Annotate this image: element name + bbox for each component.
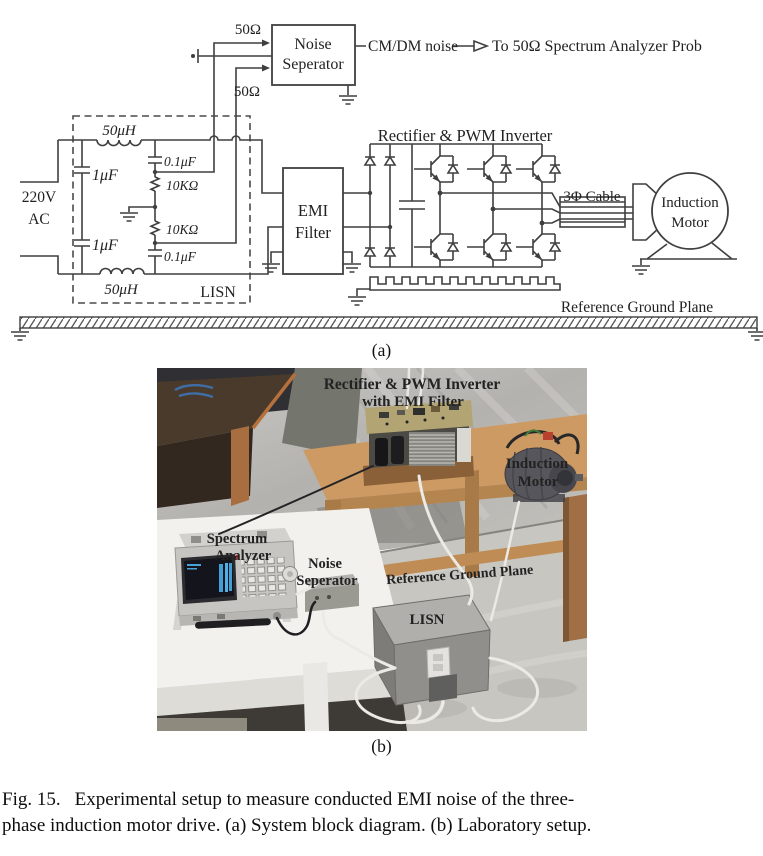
- blue-cables: [174, 384, 214, 399]
- subfigure-a-label: (a): [371, 340, 392, 360]
- pen: [195, 618, 271, 629]
- inductor-label-top: 50μH: [102, 123, 137, 139]
- photo-noise-sep-label: Noise: [308, 556, 342, 572]
- lisn-device: [372, 594, 491, 706]
- cm-dm-noise-label: CM/DM noise: [368, 38, 458, 55]
- heatsink: [369, 276, 561, 291]
- lisn-dashed-box: [72, 115, 251, 304]
- noise-separator-name: Noise: [294, 36, 331, 53]
- subfigure-b-label: (b): [371, 736, 392, 756]
- ground-symbol: [119, 212, 139, 222]
- figure-caption: Fig. 15. Experimental setup to measure co…: [2, 787, 761, 838]
- resistor-label: 10KΩ: [166, 222, 199, 237]
- emi-filter-name: Filter: [295, 223, 331, 242]
- noise-separator-device: [305, 574, 359, 612]
- cables: [218, 368, 539, 725]
- hf-cap-label: 0.1μF: [164, 154, 197, 169]
- ground-plane-section: Reference Ground Plane: [10, 299, 763, 341]
- spectrum-analyzer-device: [173, 528, 298, 630]
- ground-symbol: [10, 331, 30, 341]
- emi-filter-name: EMI: [298, 201, 328, 220]
- ground-symbol: [347, 296, 367, 306]
- impedance-label-bottom: 50Ω: [234, 84, 260, 100]
- ac-source: 220V AC: [20, 140, 59, 274]
- cap-label: 1μF: [92, 167, 118, 184]
- ground-plane-bar: [19, 316, 758, 329]
- cap-label: 1μF: [92, 237, 118, 254]
- photo-labels: Rectifier & PWM Inverter with EMI Filter…: [207, 376, 569, 628]
- photo-spectrum-label: Spectrum: [207, 531, 267, 547]
- ac-source-label: 220V: [22, 189, 57, 206]
- photo-motor-label: Motor: [518, 474, 559, 490]
- motor-section: 3Φ Cable Induction Motor: [559, 172, 737, 275]
- cable-bundle: [559, 196, 626, 228]
- heatsink-fins: [409, 434, 455, 464]
- caption-line-1: Fig. 15. Experimental setup to measure co…: [2, 787, 761, 813]
- caption-text: Experimental setup to measure conducted …: [74, 789, 575, 810]
- analyzer-keypad: [241, 556, 287, 598]
- ground-symbol: [342, 263, 362, 273]
- motor-name: Motor: [671, 215, 709, 231]
- photo-spectrum-label: Analyzer: [215, 548, 272, 564]
- ground-symbol: [747, 331, 763, 341]
- photo-lisn-label: LISN: [409, 612, 444, 628]
- lisn-label: LISN: [200, 284, 236, 301]
- destination-label: To 50Ω Spectrum Analyzer Prob: [492, 38, 702, 55]
- photo-converter-label: with EMI Filter: [362, 394, 464, 410]
- inverter-unit: [363, 400, 474, 486]
- hf-cap-label: 0.1μF: [164, 249, 197, 264]
- noise-separator-section: Noise Seperator 50Ω 50Ω CM/DM noise To 5…: [155, 22, 702, 244]
- pcb-board: [365, 400, 473, 434]
- wooden-desk: [157, 372, 297, 508]
- ground-symbol: [261, 263, 281, 273]
- cable-label: 3Φ Cable: [563, 189, 621, 205]
- impedance-label-top: 50Ω: [235, 22, 261, 38]
- ground-symbol: [338, 95, 358, 105]
- noise-separator-name: Seperator: [282, 56, 344, 73]
- converter-section: Rectifier & PWM Inverter: [343, 126, 633, 306]
- laboratory-photo: Rectifier & PWM Inverter with EMI Filter…: [157, 368, 587, 731]
- ground-plane-label: Reference Ground Plane: [561, 299, 713, 316]
- ac-source-label: AC: [28, 211, 50, 228]
- noise-separator-box: [271, 24, 356, 86]
- converter-title: Rectifier & PWM Inverter: [378, 126, 553, 145]
- caption-line-2: phase induction motor drive. (a) System …: [2, 814, 592, 836]
- ground-symbol: [631, 265, 651, 275]
- emi-filter-box: [282, 167, 344, 275]
- inductor-label-bottom: 50μH: [104, 282, 139, 298]
- emi-filter-section: EMI Filter: [261, 167, 362, 275]
- photo-motor-label: Induction: [506, 456, 569, 472]
- lisn-section: 50μH 50μH 1μF 1μF 0.1μF 10KΩ 10KΩ 0.1μF …: [58, 115, 283, 304]
- motor-name: Induction: [661, 195, 719, 211]
- induction-motor-circle: [651, 172, 729, 250]
- induction-motor-device: [504, 429, 583, 502]
- system-block-diagram: Noise Seperator 50Ω 50Ω CM/DM noise To 5…: [10, 22, 763, 341]
- resistor-label: 10KΩ: [166, 178, 199, 193]
- caption-prefix: Fig. 15.: [2, 789, 61, 810]
- photo-noise-sep-label: Seperator: [296, 573, 358, 589]
- photo-converter-label: Rectifier & PWM Inverter: [324, 376, 501, 393]
